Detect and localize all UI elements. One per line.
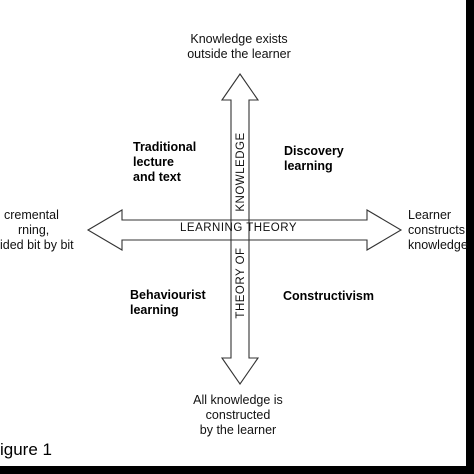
left-label-line-2: rning,	[18, 223, 50, 237]
quadrant-top-right-line-2: learning	[284, 159, 333, 173]
quadrant-bottom-left-line-1: Behaviourist	[130, 288, 206, 302]
vertical-axis-label-bottom: THEORY OF	[235, 247, 247, 319]
quadrant-bottom-left: Behaviourist learning	[130, 288, 206, 318]
horizontal-axis-label: LEARNING THEORY	[180, 222, 297, 234]
quadrant-top-left-line-3: and text	[133, 170, 181, 184]
bottom-label-line-1: All knowledge is	[193, 393, 283, 407]
bottom-label-line-3: by the learner	[199, 423, 277, 437]
vertical-axis-label-top: KNOWLEDGE	[235, 132, 247, 212]
quadrant-bottom-left-line-2: learning	[130, 303, 179, 317]
right-label-line-3: knowledge	[408, 238, 468, 252]
quadrant-top-right: Discovery learning	[284, 144, 344, 174]
quadrant-top-right-line-1: Discovery	[284, 144, 344, 158]
quadrant-bottom-right: Constructivism	[283, 289, 374, 303]
vertical-arrow	[220, 73, 260, 385]
bottom-pole-label: All knowledge is constructed by the lear…	[193, 393, 283, 438]
top-pole-label: Knowledge exists outside the learner	[187, 32, 291, 62]
top-label-line-2: outside the learner	[187, 47, 291, 61]
quadrant-top-left-line-2: lecture	[133, 155, 174, 169]
quadrant-top-left: Traditional lecture and text	[133, 140, 196, 185]
right-label-line-2: constructs	[408, 223, 465, 237]
quadrant-top-left-line-1: Traditional	[133, 140, 197, 154]
top-label-line-1: Knowledge exists	[190, 32, 288, 46]
left-label-line-3: ided bit by bit	[0, 238, 74, 252]
bottom-label-line-2: constructed	[205, 408, 271, 422]
left-label-line-1: cremental	[4, 208, 59, 222]
figure-caption: igure 1	[0, 440, 52, 459]
right-label-line-1: Learner	[408, 208, 452, 222]
right-pole-label: Learner constructs knowledge	[408, 208, 468, 253]
left-pole-label: cremental rning, ided bit by bit	[0, 208, 74, 253]
